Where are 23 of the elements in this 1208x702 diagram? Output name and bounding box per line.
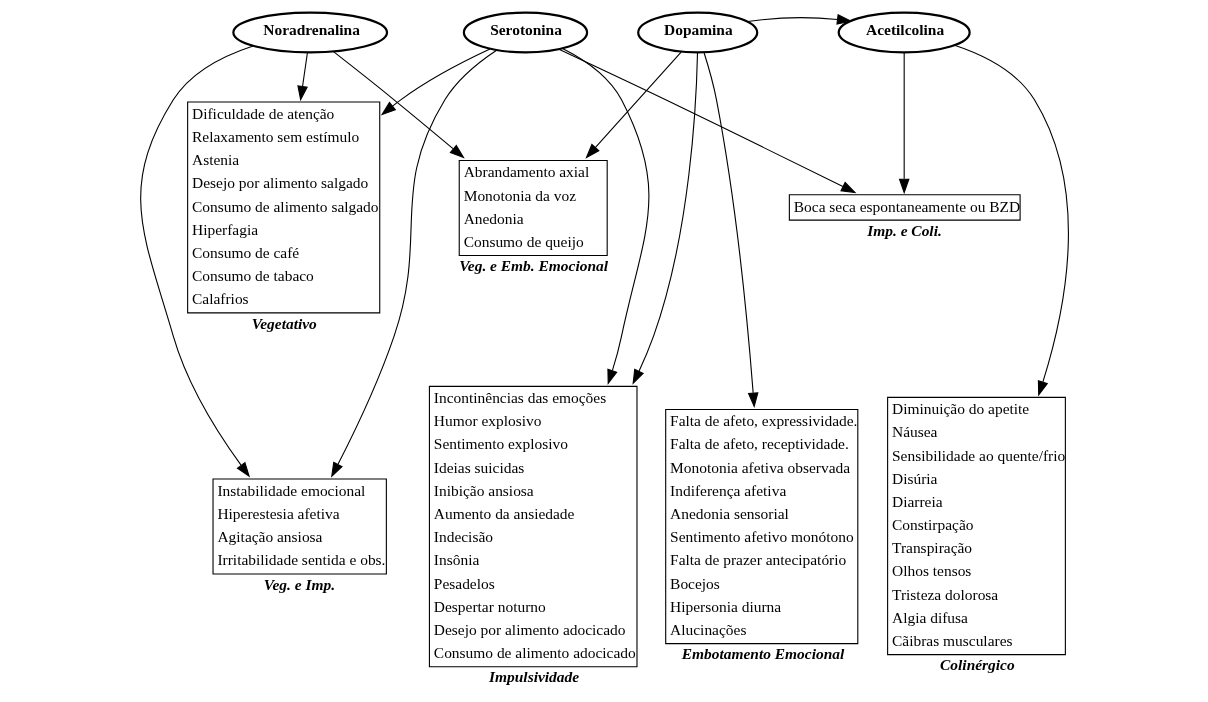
arrow [296,51,308,102]
arrow [330,49,497,478]
arrow [631,52,698,385]
node-label: Veg. e Emb. Emocional [458,257,608,275]
arrow [380,48,490,116]
node-ellipse: Dopamina [636,11,758,54]
node-ellipse: Serotonina [462,11,588,54]
node-label: Imp. e Coli. [866,221,942,239]
node-label: Veg. e Imp. [263,575,335,593]
arrow [584,51,682,159]
arrow [557,48,856,194]
arrow [898,51,910,195]
arrow [746,14,852,25]
node-label: Impulsividade [488,668,579,686]
node-label: Vegetativo [251,314,317,332]
node-label: Colinérgico [939,656,1015,674]
arrow [953,44,1069,397]
arrow [702,51,759,409]
arrow [139,45,254,478]
arrow [561,47,649,385]
node-label: Embotamento Emocional [681,645,844,663]
arrow [332,51,465,159]
node-ellipse: Noradrenalina [231,11,388,54]
